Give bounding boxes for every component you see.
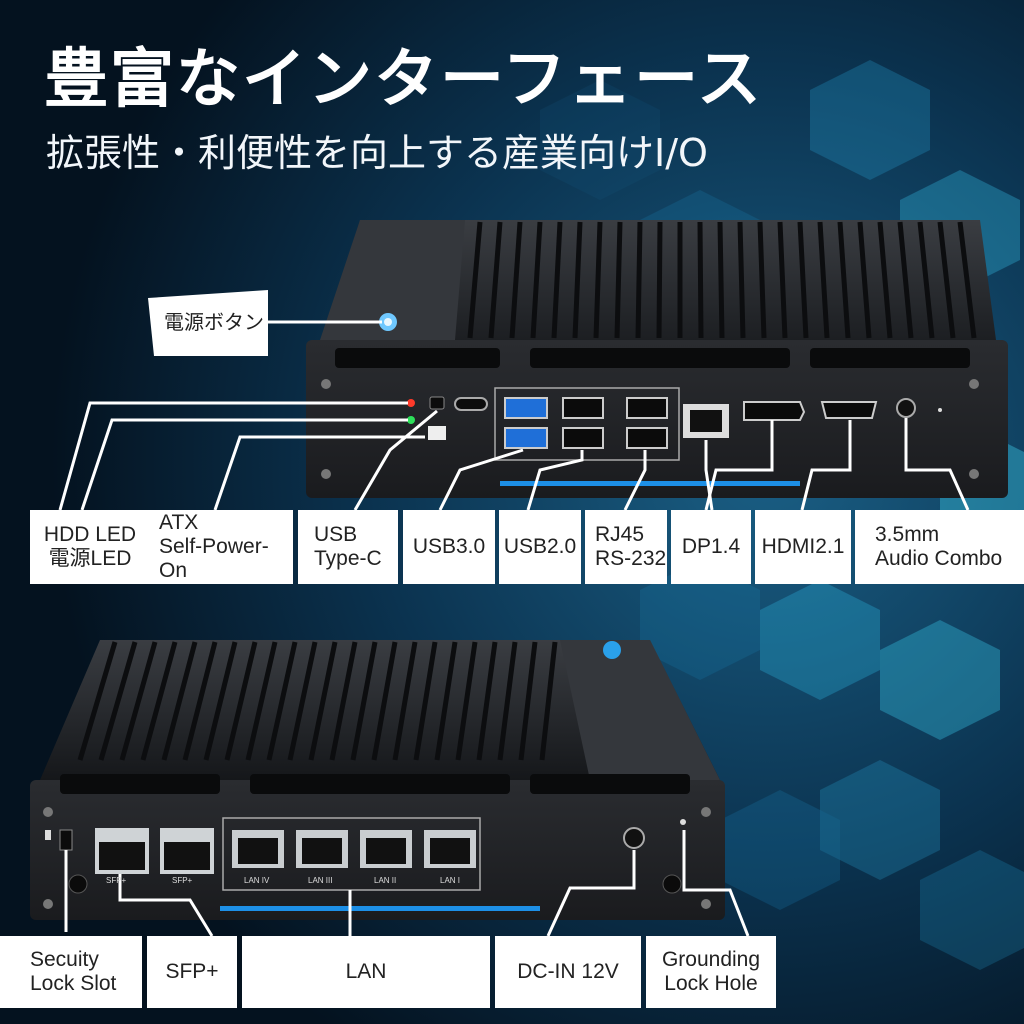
label-hdd-power-led: HDD LED 電源LED	[30, 510, 150, 584]
lan-mark-1: LAN I	[440, 876, 461, 885]
lan-mark-2: LAN II	[374, 876, 397, 885]
label-audio-combo: 3.5mm Audio Combo	[855, 510, 1024, 584]
hexagon-pattern	[540, 60, 1024, 970]
front-leader-lines	[58, 320, 970, 511]
label-lan: LAN	[242, 936, 490, 1008]
label-usb-type-c: USB Type-C	[298, 510, 398, 584]
sfp-mark-1: SFP+	[106, 876, 127, 885]
label-usb3: USB3.0	[403, 510, 495, 584]
page-title: 豊富なインターフェース	[44, 43, 763, 117]
lan-mark-4: LAN IV	[244, 876, 270, 885]
label-grounding-lock-hole: Grounding Lock Hole	[646, 936, 776, 1008]
rear-leader-lines	[64, 830, 750, 937]
label-sfp-plus: SFP+	[147, 936, 237, 1008]
label-dp14: DP1.4	[671, 510, 751, 584]
lan-mark-3: LAN III	[308, 876, 333, 885]
label-security-lock-slot: Secuity Lock Slot	[0, 936, 142, 1008]
label-hdmi21: HDMI2.1	[755, 510, 851, 584]
front-device	[306, 220, 1008, 498]
label-dc-in: DC-IN 12V	[495, 936, 641, 1008]
label-usb2: USB2.0	[499, 510, 581, 584]
page-subtitle: 拡張性・利便性を向上する産業向けI/O	[46, 131, 708, 175]
power-button-callout: 電源ボタン	[148, 290, 268, 356]
sfp-mark-2: SFP+	[172, 876, 193, 885]
rear-device	[30, 640, 725, 920]
label-atx-self-power-on: ATX Self-Power-On	[143, 510, 293, 584]
label-rj45-rs232: RJ45 RS-232	[585, 510, 667, 584]
